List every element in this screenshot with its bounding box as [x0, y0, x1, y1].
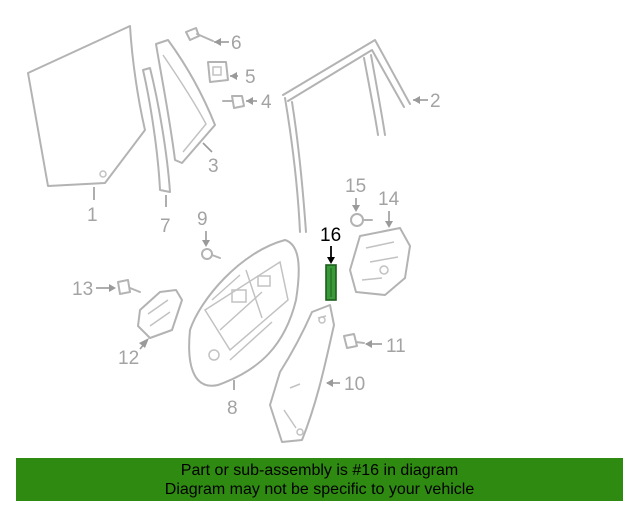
callout-5: 5 — [245, 67, 256, 88]
bolt-part-15 — [350, 213, 373, 227]
callout-1: 1 — [87, 205, 98, 226]
bracket-part-12 — [137, 289, 183, 339]
callout-13: 13 — [72, 279, 93, 300]
callout-10: 10 — [344, 374, 365, 395]
bolt-part-9 — [201, 248, 221, 260]
door-latch-part — [349, 227, 411, 296]
highlighted-part-16 — [325, 264, 337, 301]
callout-11: 11 — [386, 336, 406, 357]
callout-15: 15 — [345, 176, 366, 197]
callout-2: 2 — [430, 91, 441, 112]
rail-part-10 — [269, 304, 335, 443]
bolt-part-13 — [117, 279, 141, 295]
callout-8: 8 — [227, 398, 238, 419]
bolt-part-6 — [185, 27, 214, 42]
quarter-glass-part — [155, 39, 216, 164]
callout-4: 4 — [261, 92, 272, 113]
info-banner: Part or sub-assembly is #16 in diagram D… — [16, 458, 623, 501]
run-channel-part — [142, 67, 171, 193]
banner-line-2: Diagram may not be specific to your vehi… — [164, 481, 475, 498]
callout-6: 6 — [231, 33, 242, 54]
screw-part-4 — [222, 95, 245, 109]
door-module-panel-part — [188, 239, 300, 387]
callout-9: 9 — [197, 209, 208, 230]
callout-3: 3 — [208, 156, 219, 177]
bolt-part-11 — [343, 333, 365, 349]
callout-12: 12 — [118, 348, 139, 369]
parts-diagram: 1 7 3 6 5 4 2 — [27, 25, 441, 443]
callout-7: 7 — [160, 216, 171, 237]
window-run-channel-part — [282, 39, 411, 233]
callout-16: 16 — [320, 225, 341, 246]
clip-part-5 — [207, 61, 229, 83]
callout-14: 14 — [378, 189, 400, 210]
door-glass-part — [27, 25, 146, 187]
banner-line-1: Part or sub-assembly is #16 in diagram — [180, 462, 459, 479]
